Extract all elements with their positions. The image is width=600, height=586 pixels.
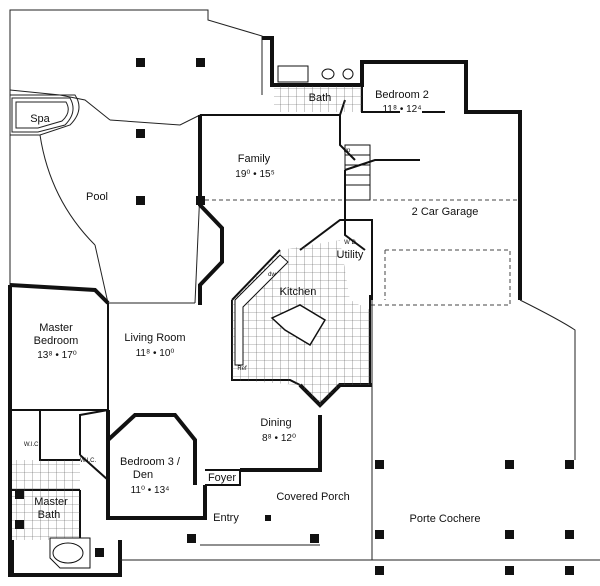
wic-label-left: W.I.C. — [24, 442, 41, 448]
dw-label: dw — [268, 272, 276, 278]
bath-label: Bath — [309, 92, 332, 104]
spa — [11, 97, 74, 133]
kitchen-counters — [234, 254, 289, 366]
stairs — [344, 144, 371, 201]
entry-label: Entry — [213, 512, 239, 524]
bedroom3-label-1: Bedroom 3 / — [120, 456, 181, 468]
living-room-label: Living Room — [124, 332, 185, 344]
dining-dims: 8⁸ • 12⁰ — [262, 433, 296, 444]
dining-label: Dining — [260, 417, 291, 429]
master-bedroom-dims: 13⁸ • 17⁰ — [37, 350, 77, 361]
kitchen-label: Kitchen — [280, 286, 317, 298]
bedroom2-label: Bedroom 2 — [375, 89, 429, 101]
utility-label: Utility — [337, 249, 364, 261]
master-bath-label-2: Bath — [38, 509, 61, 521]
ref-label: Ref — [237, 366, 247, 372]
exterior-walls — [8, 36, 522, 577]
family-label: Family — [238, 153, 271, 165]
pool-enclosure — [9, 9, 263, 304]
porch-columns — [15, 460, 574, 575]
wic-label-right: W.I.C. — [80, 458, 97, 464]
living-room-dims: 11⁸ • 10⁰ — [136, 348, 175, 359]
spa-label: Spa — [30, 113, 50, 125]
master-tub — [49, 537, 91, 569]
bedroom3-dims: 11⁰ • 13⁴ — [131, 485, 170, 496]
garage-dashed — [205, 199, 520, 306]
up-label: up — [344, 148, 351, 154]
bath-fixtures — [277, 65, 354, 83]
bedroom2-dims: 11⁸ • 12⁴ — [382, 104, 421, 115]
pool-columns — [136, 58, 205, 205]
washer-dryer-label: W D — [344, 240, 356, 246]
master-bedroom-label-2: Bedroom — [34, 335, 79, 347]
pool-label: Pool — [86, 191, 108, 203]
porch-outline — [120, 299, 600, 561]
family-dims: 19⁰ • 15⁵ — [235, 169, 274, 180]
garage-label: 2 Car Garage — [412, 206, 479, 218]
bedroom3-label-2: Den — [133, 469, 153, 481]
kitchen-island — [270, 304, 327, 347]
master-bedroom-label-1: Master — [39, 322, 73, 334]
master-bath-label-1: Master — [34, 496, 68, 508]
covered-porch-label: Covered Porch — [276, 491, 349, 503]
porte-cochere-label: Porte Cochere — [410, 513, 481, 525]
foyer-label: Foyer — [208, 472, 236, 484]
